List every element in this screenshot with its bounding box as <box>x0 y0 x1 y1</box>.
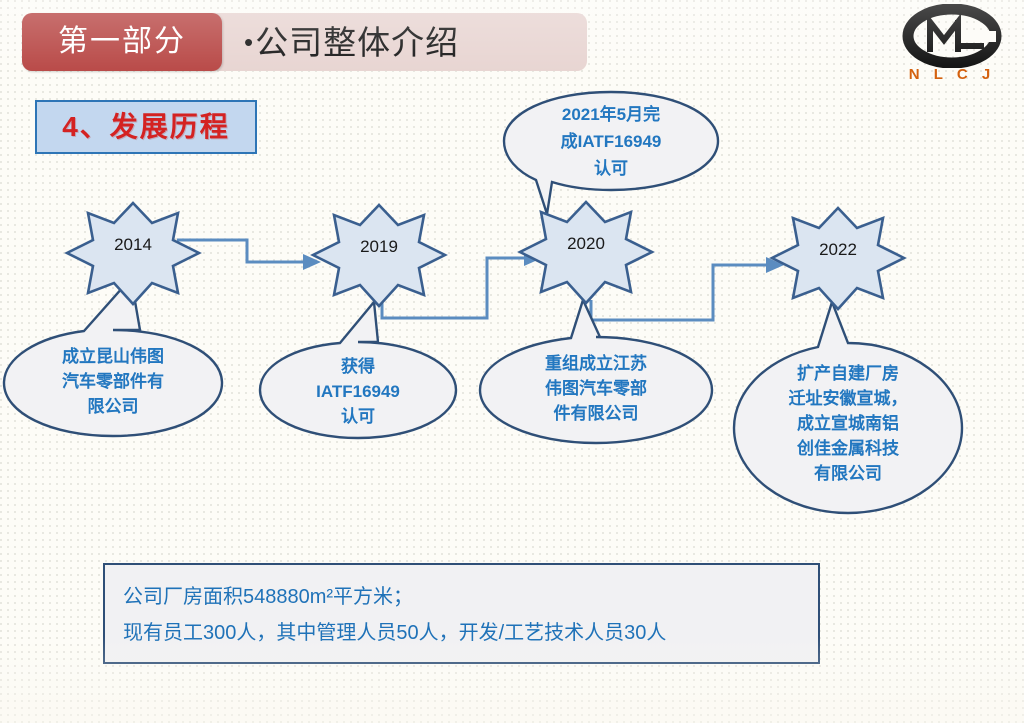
connector-2020-2022 <box>589 263 770 322</box>
callout-line: 迁址安徽宣城， <box>789 388 908 408</box>
connector-2019-2020 <box>380 256 528 320</box>
company-logo: N L C J <box>898 4 1006 88</box>
milestone-star-2020: 2020 <box>517 200 655 305</box>
connector-arrowhead-2014-2019 <box>303 254 321 270</box>
callout-line: 创佳金属科技 <box>796 438 900 458</box>
section-heading-box: 4、发展历程 <box>35 100 257 154</box>
callout-line: 2021年5月完 <box>562 104 660 124</box>
callout-line: 认可 <box>594 158 628 178</box>
connector-arrowhead-2020-2022 <box>766 257 784 273</box>
callout-line: 有限公司 <box>814 463 882 483</box>
callout-line: 件有限公司 <box>554 403 639 423</box>
star-shape <box>769 206 907 311</box>
callout-bubble-2020 <box>478 296 714 445</box>
milestone-year-label: 2014 <box>114 235 152 254</box>
callout-above-2020: 2021年5月完 成IATF16949 认可 <box>502 90 720 215</box>
callout-line: 限公司 <box>88 397 139 416</box>
callout-bubble-2022 <box>732 298 964 515</box>
callout-line: 汽车零部件有 <box>62 371 164 391</box>
callout-line: 成IATF16949 <box>561 131 662 151</box>
summary-note-box: 公司厂房面积548880m²平方米； 现有员工300人，其中管理人员50人，开发… <box>103 563 820 664</box>
milestone-year-label: 2019 <box>360 237 398 256</box>
milestone-year-label: 2020 <box>567 234 605 253</box>
slide-header: 第一部分 • 公司整体介绍 <box>22 13 587 71</box>
callout-below-2022: 扩产自建厂房 迁址安徽宣城， 成立宣城南铝 创佳金属科技 有限公司 <box>732 298 964 515</box>
callout-line: 认可 <box>341 406 375 426</box>
callout-line: IATF16949 <box>316 382 400 401</box>
section-tab-label: 第一部分 <box>58 25 186 58</box>
callout-bubble-2019 <box>258 299 458 440</box>
nlcj-monogram-icon <box>902 4 1002 68</box>
milestone-star-2022: 2022 <box>769 206 907 311</box>
callout-below-2020: 重组成立江苏 伟图汽车零部 件有限公司 <box>478 296 714 445</box>
milestone-year-label: 2022 <box>819 240 857 259</box>
note-line: 现有员工300人，其中管理人员50人，开发/工艺技术人员30人 <box>123 622 667 644</box>
callout-below-2019: 获得 IATF16949 认可 <box>258 299 458 440</box>
note-line: 公司厂房面积548880m²平方米； <box>123 586 414 608</box>
callout-line: 获得 <box>341 356 375 376</box>
header-title-group: • 公司整体介绍 <box>244 13 459 71</box>
callout-line: 成立昆山伟图 <box>62 346 164 366</box>
bullet-icon: • <box>244 27 254 57</box>
milestone-star-2014: 2014 <box>64 201 202 306</box>
logo-wordmark: N L C J <box>908 66 996 83</box>
callout-bubble-2020-top <box>502 90 720 215</box>
connector-2014-2019 <box>177 238 307 264</box>
callout-line: 成立宣城南铝 <box>797 413 899 433</box>
callout-bubble-2014 <box>2 275 224 438</box>
callout-line: 扩产自建厂房 <box>797 363 899 383</box>
callout-line: 重组成立江苏 <box>545 353 647 373</box>
callout-line: 伟图汽车零部 <box>545 378 647 398</box>
callout-below-2014: 成立昆山伟图 汽车零部件有 限公司 <box>2 275 224 438</box>
star-shape <box>517 200 655 305</box>
page-title: 公司整体介绍 <box>255 23 460 61</box>
section-tab-badge: 第一部分 <box>22 13 222 71</box>
star-shape <box>64 201 202 306</box>
milestone-star-2019: 2019 <box>310 203 448 308</box>
section-heading-label: 4、发展历程 <box>62 111 230 142</box>
star-shape <box>310 203 448 308</box>
timeline-connectors <box>177 238 784 322</box>
